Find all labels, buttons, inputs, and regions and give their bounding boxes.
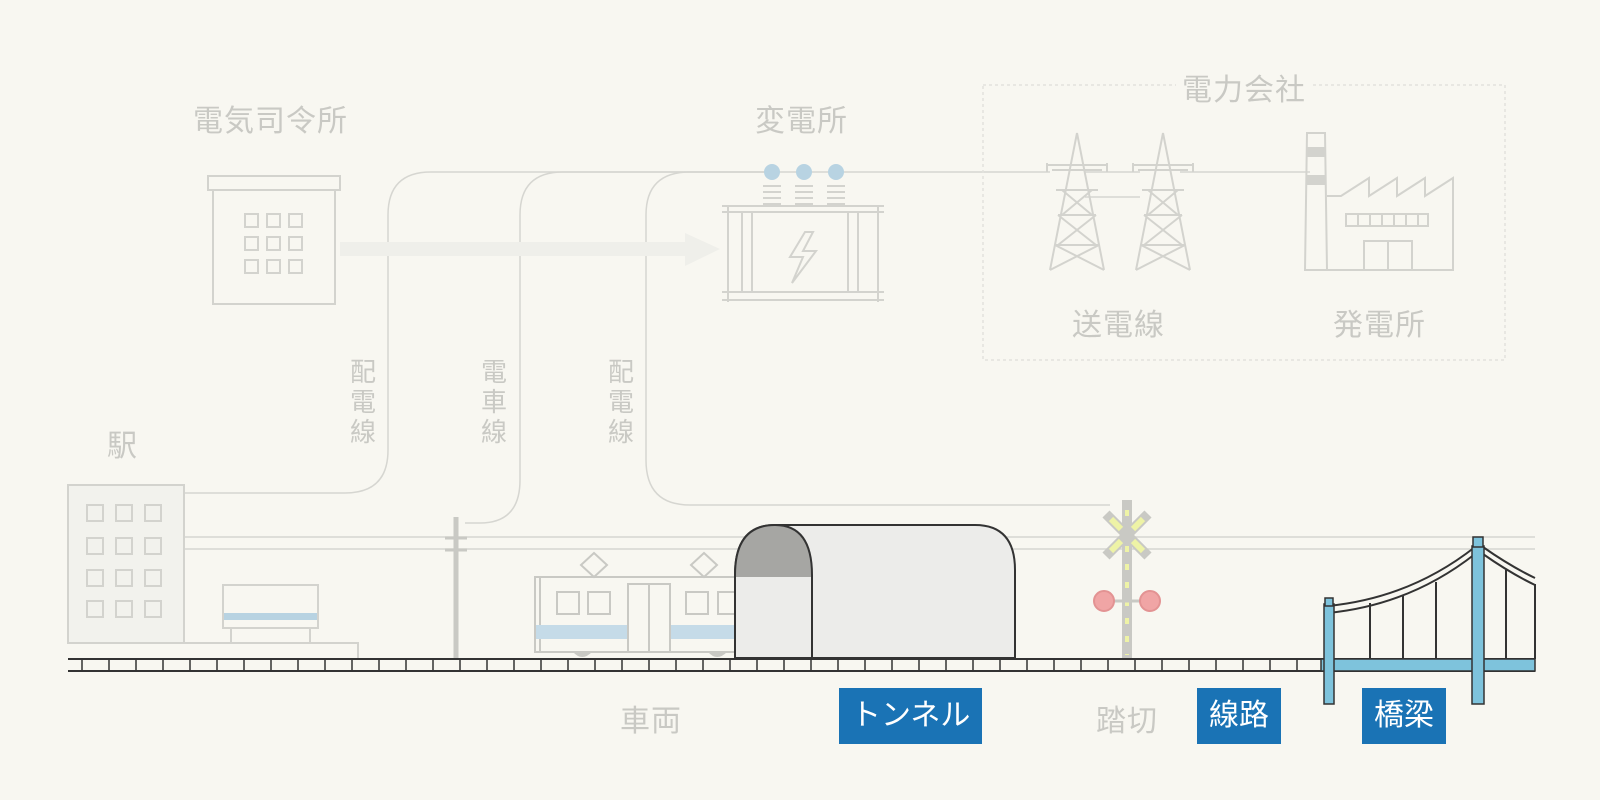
power-plant-icon: [1303, 132, 1454, 271]
distribution-line-label-2: 配電線: [607, 358, 634, 448]
power-plant-label: 発電所: [1333, 308, 1426, 343]
transmission-tower-icon: [1046, 132, 1108, 271]
bridge-button[interactable]: 橋梁: [1362, 688, 1446, 744]
crossing-label: 踏切: [1096, 704, 1158, 739]
tunnel-button[interactable]: トンネル: [839, 688, 983, 744]
power-company-box: [982, 84, 1506, 361]
station-building: [67, 484, 359, 660]
distribution-line-label: 配電線: [349, 358, 376, 448]
bridge: [1320, 536, 1536, 705]
control-center-label: 電気司令所: [193, 104, 348, 139]
transmission-tower-icon: [1132, 132, 1194, 271]
power-supply-lines: [185, 171, 1535, 550]
chimney-band: [1307, 147, 1325, 157]
railway-track: [68, 658, 1535, 672]
substation-label: 変電所: [755, 104, 848, 139]
substation-transformer: [722, 164, 884, 302]
transmission-line-label: 送電線: [1072, 308, 1165, 343]
power-company-label: 電力会社: [1176, 65, 1312, 109]
vehicle-label: 車両: [620, 704, 682, 739]
trolley-line-label: 電車線: [480, 358, 507, 448]
trolley-pole: [445, 517, 467, 658]
tunnel: [734, 524, 1016, 659]
station-label: 駅: [107, 429, 138, 464]
track-button[interactable]: 線路: [1197, 688, 1281, 744]
control-arrow: [340, 233, 720, 266]
railroad-crossing: [1093, 500, 1161, 658]
chimney-band: [1306, 175, 1326, 185]
station-bench: [222, 584, 319, 643]
control-center-building: [207, 175, 341, 305]
